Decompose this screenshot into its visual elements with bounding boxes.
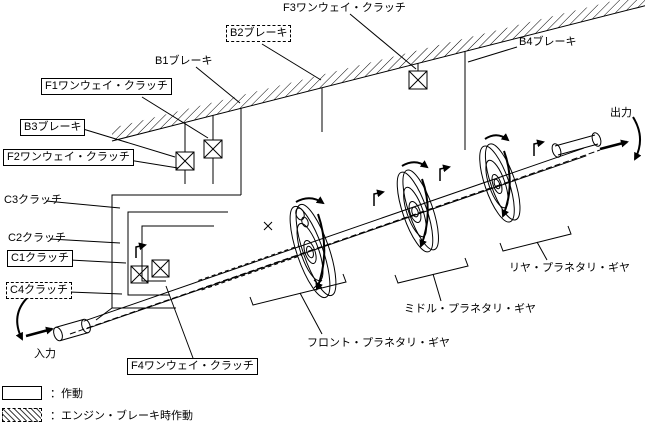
label-c3-clutch: C3クラッチ — [4, 194, 63, 206]
direction-arrows — [135, 139, 545, 258]
planetary-gear-middle — [396, 169, 439, 253]
label-b3-brake: B3ブレーキ — [20, 119, 86, 136]
support-lines — [184, 51, 466, 195]
input-arrow — [25, 326, 54, 338]
label-f3-one-way-clutch: F3ワンウェイ・クラッチ — [283, 2, 406, 14]
clutch-housing — [95, 194, 241, 321]
legend-item-active: ：作動 — [2, 385, 83, 401]
legend-swatch-solid — [2, 386, 42, 400]
label-c2-clutch: C2クラッチ — [8, 232, 67, 244]
clutch-symbol-f4 — [151, 259, 170, 278]
legend-swatch-hatched — [2, 408, 42, 422]
legend-item-engine-brake: ：エンジン・ブレーキ時作動 — [2, 407, 193, 423]
brake-symbol-f3-b2 — [408, 70, 428, 90]
label-c4-clutch: C4クラッチ — [6, 282, 73, 299]
planetary-gear-front — [289, 203, 337, 299]
label-c1-clutch: C1クラッチ — [7, 250, 74, 267]
label-f1-one-way-clutch: F1ワンウェイ・クラッチ — [41, 78, 172, 95]
label-front-planetary-gear: フロント・プラネタリ・ギヤ — [307, 337, 450, 349]
brake-symbol-f1 — [203, 139, 223, 159]
label-rear-planetary-gear: リヤ・プラネタリ・ギヤ — [509, 262, 630, 274]
label-b4-brake: B4ブレーキ — [519, 36, 577, 48]
label-f4-one-way-clutch: F4ワンウェイ・クラッチ — [127, 358, 258, 375]
clutch-symbol-c4 — [130, 265, 149, 284]
label-f2-one-way-clutch: F2ワンウェイ・クラッチ — [3, 149, 134, 166]
label-output: 出力 — [610, 107, 632, 119]
leader-lines — [45, 13, 548, 359]
legend-label-active: ：作動 — [50, 388, 83, 400]
output-arrow — [599, 139, 629, 151]
planetary-gear-rear — [479, 143, 521, 223]
legend-label-engine-brake: ：エンジン・ブレーキ時作動 — [50, 410, 193, 422]
case-wall-hatching — [111, 0, 645, 142]
brake-symbol-b3-f2 — [175, 151, 195, 171]
label-b2-brake: B2ブレーキ — [226, 25, 292, 42]
label-input: 入力 — [34, 348, 56, 360]
label-middle-planetary-gear: ミドル・プラネタリ・ギヤ — [404, 303, 536, 315]
label-b1-brake: B1ブレーキ — [155, 55, 213, 67]
main-shaft — [53, 132, 602, 342]
bearing-marks — [263, 221, 323, 289]
